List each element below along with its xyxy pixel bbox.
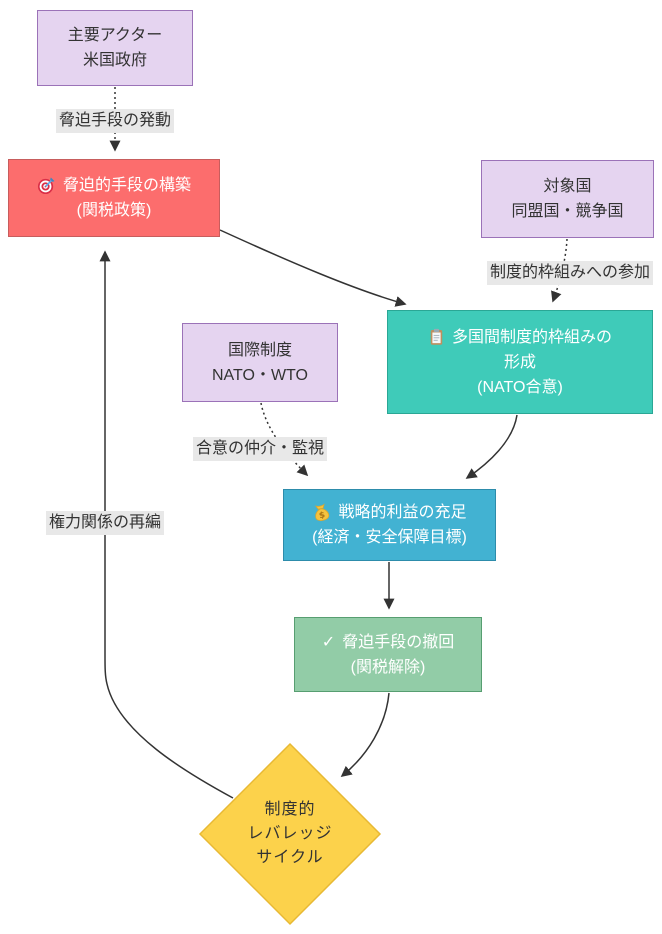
- cycle-line3: サイクル: [256, 849, 324, 866]
- withdrawal-line1: 脅迫手段の撤回: [342, 633, 455, 651]
- check-icon: ✓: [321, 633, 336, 651]
- cycle-line1: 制度的: [264, 801, 316, 818]
- node-institutions: 国際制度 NATO・WTO: [182, 323, 338, 402]
- node-interests: $ 戦略的利益の充足 (経済・安全保障目標): [283, 489, 496, 561]
- target-icon: [37, 176, 56, 195]
- node-framework: 多国間制度的枠組みの 形成 (NATO合意): [387, 310, 653, 414]
- cycle-line2: レバレッジ: [247, 825, 333, 842]
- edge-cycle-to-coercion: [99, 250, 234, 799]
- clipboard-icon: [428, 328, 445, 346]
- edge-framework-to-interests: [465, 414, 518, 479]
- edge-label-mediation: 合意の仲介・監視: [192, 437, 328, 461]
- svg-text:$: $: [319, 510, 327, 521]
- node-withdrawal: ✓ 脅迫手段の撤回 (関税解除): [294, 617, 482, 692]
- main-actor-line1: 主要アクター: [67, 27, 163, 44]
- institutions-line2: NATO・WTO: [211, 366, 308, 384]
- target-states-line1: 対象国: [543, 178, 592, 195]
- coercion-line2: (関税政策): [76, 202, 152, 219]
- interests-line2: (経済・安全保障目標): [312, 529, 467, 546]
- main-actor-line2: 米国政府: [82, 52, 147, 69]
- node-main-actor: 主要アクター 米国政府: [37, 10, 193, 86]
- framework-line3: (NATO合意): [477, 378, 563, 396]
- node-target-states: 対象国 同盟国・競争国: [481, 160, 654, 238]
- withdrawal-line2: (関税解除): [350, 658, 426, 676]
- interests-line1: 戦略的利益の充足: [338, 504, 467, 521]
- edge-withdrawal-to-cycle: [340, 692, 390, 778]
- framework-line2: 形成: [503, 353, 536, 371]
- node-cycle-label: 制度的 レバレッジ サイクル: [205, 798, 375, 870]
- node-cycle-diamond: [198, 742, 382, 926]
- institutions-line1: 国際制度: [227, 341, 292, 359]
- coercion-line1: 脅迫的手段の構築: [62, 177, 191, 194]
- target-states-line2: 同盟国・競争国: [511, 203, 624, 220]
- framework-line1: 多国間制度的枠組みの: [451, 328, 612, 346]
- edge-coercion-to-framework: [219, 229, 407, 307]
- edge-label-power-reorg: 権力関係の再編: [45, 511, 165, 535]
- edge-label-activation: 脅迫手段の発動: [55, 109, 175, 133]
- node-coercion: 脅迫的手段の構築 (関税政策): [8, 159, 220, 237]
- money-bag-icon: $: [312, 503, 331, 522]
- edge-label-participation: 制度的枠組みへの参加: [486, 261, 654, 285]
